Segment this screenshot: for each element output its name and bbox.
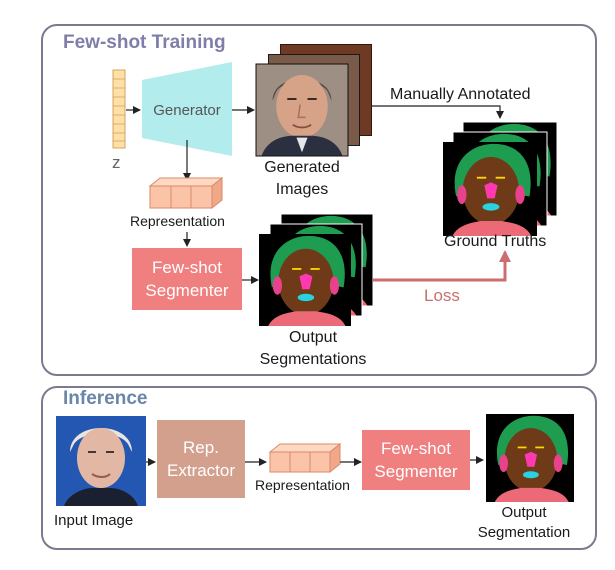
segmenter-label-inference: Few-shot Segmenter: [362, 430, 470, 490]
inference-output-segmentation-label: Output Segmentation: [477, 504, 571, 541]
rep-extractor-box: [157, 420, 245, 498]
segmenter-text-inference: Few-shot Segmenter: [374, 439, 458, 481]
loss-label: Loss: [424, 286, 460, 305]
inference-output-segmentation: [486, 414, 574, 502]
segmenter-box-training: [132, 248, 242, 310]
ground-truths-stack: [443, 121, 558, 236]
few-shot-training-panel: [41, 24, 597, 376]
z-vector: [112, 69, 126, 149]
input-image: [56, 416, 146, 506]
ground-truths-label: Ground Truths: [444, 233, 547, 250]
output-segmentations-stack: [259, 213, 374, 326]
representation-label: Representation: [130, 213, 225, 229]
segmenter-label-training: Few-shot Segmenter: [132, 248, 242, 310]
loss-arrow: [373, 250, 511, 282]
segmenter-text-training: Few-shot Segmenter: [145, 258, 229, 300]
rep-extractor-text: Rep. Extractor: [166, 438, 236, 480]
input-image-label: Input Image: [54, 512, 134, 529]
inference-representation-label: Representation: [255, 477, 350, 493]
generator-block: [142, 62, 232, 156]
generator-text: Generator: [153, 101, 221, 119]
generator-label: Generator: [142, 96, 232, 124]
inference-panel: [41, 386, 597, 550]
representation-cube: [148, 176, 224, 210]
generated-images-stack: [255, 44, 372, 157]
training-title: Few-shot Training: [63, 32, 226, 53]
z-label: z: [112, 153, 121, 172]
segmenter-box-inference: [362, 430, 470, 490]
output-segmentations-label: Output Segmentations: [259, 329, 367, 368]
generated-images-label: Generated Images: [264, 159, 340, 198]
inference-title: Inference: [63, 388, 148, 409]
manually-annotated-label: Manually Annotated: [390, 86, 531, 103]
inference-representation-cube: [268, 442, 342, 474]
rep-extractor-label: Rep. Extractor: [157, 420, 245, 498]
